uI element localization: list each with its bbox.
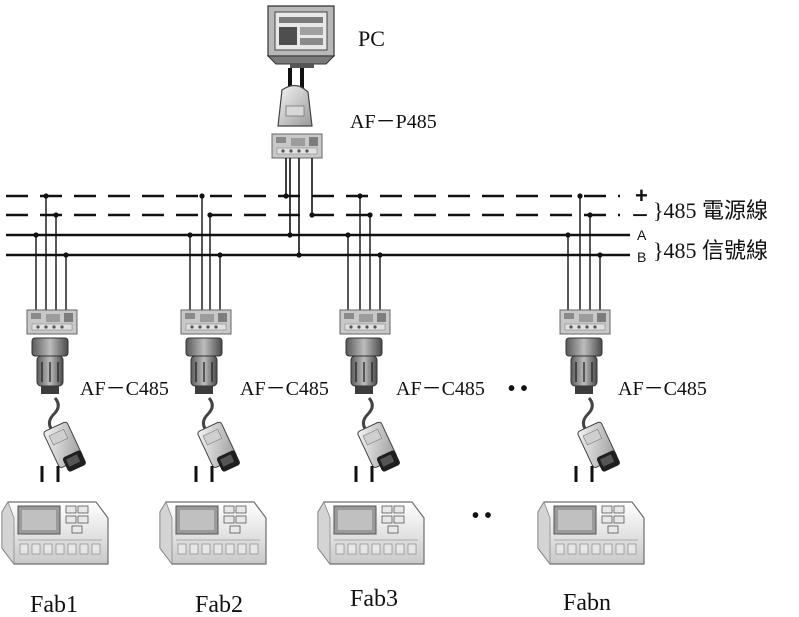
signal-line-label: }485 信號線 <box>653 238 768 263</box>
master-adapter-module <box>271 84 323 159</box>
node-3-adapter-label: AF－C485 <box>396 378 485 400</box>
bus-lines <box>6 194 630 257</box>
signal-b-symbol: B <box>637 249 646 265</box>
node-3-device-label: Fab3 <box>350 586 398 612</box>
node-column-3 <box>317 193 425 565</box>
pc-monitor <box>266 5 336 68</box>
node-column-2 <box>159 193 267 565</box>
power-plus-symbol: + <box>635 183 648 208</box>
adapter-ellipsis: • • <box>508 378 528 400</box>
node-4-device-label: Fabn <box>563 590 611 616</box>
node-2-adapter-label: AF－C485 <box>240 378 329 400</box>
pc-label: PC <box>358 26 385 51</box>
node-2-device-label: Fab2 <box>195 592 243 617</box>
node-column-4 <box>537 193 645 565</box>
node-column-1 <box>1 193 109 565</box>
power-line-label: }485 電源線 <box>653 198 768 223</box>
node-4-adapter-label: AF－C485 <box>618 378 707 400</box>
device-ellipsis: • • <box>472 505 492 527</box>
signal-a-symbol: A <box>637 227 647 243</box>
power-minus-symbol: － <box>631 206 649 226</box>
node-1-adapter-label: AF－C485 <box>80 378 169 400</box>
node-1-device-label: Fab1 <box>30 592 78 617</box>
master-adapter-label: AF－P485 <box>350 111 437 133</box>
